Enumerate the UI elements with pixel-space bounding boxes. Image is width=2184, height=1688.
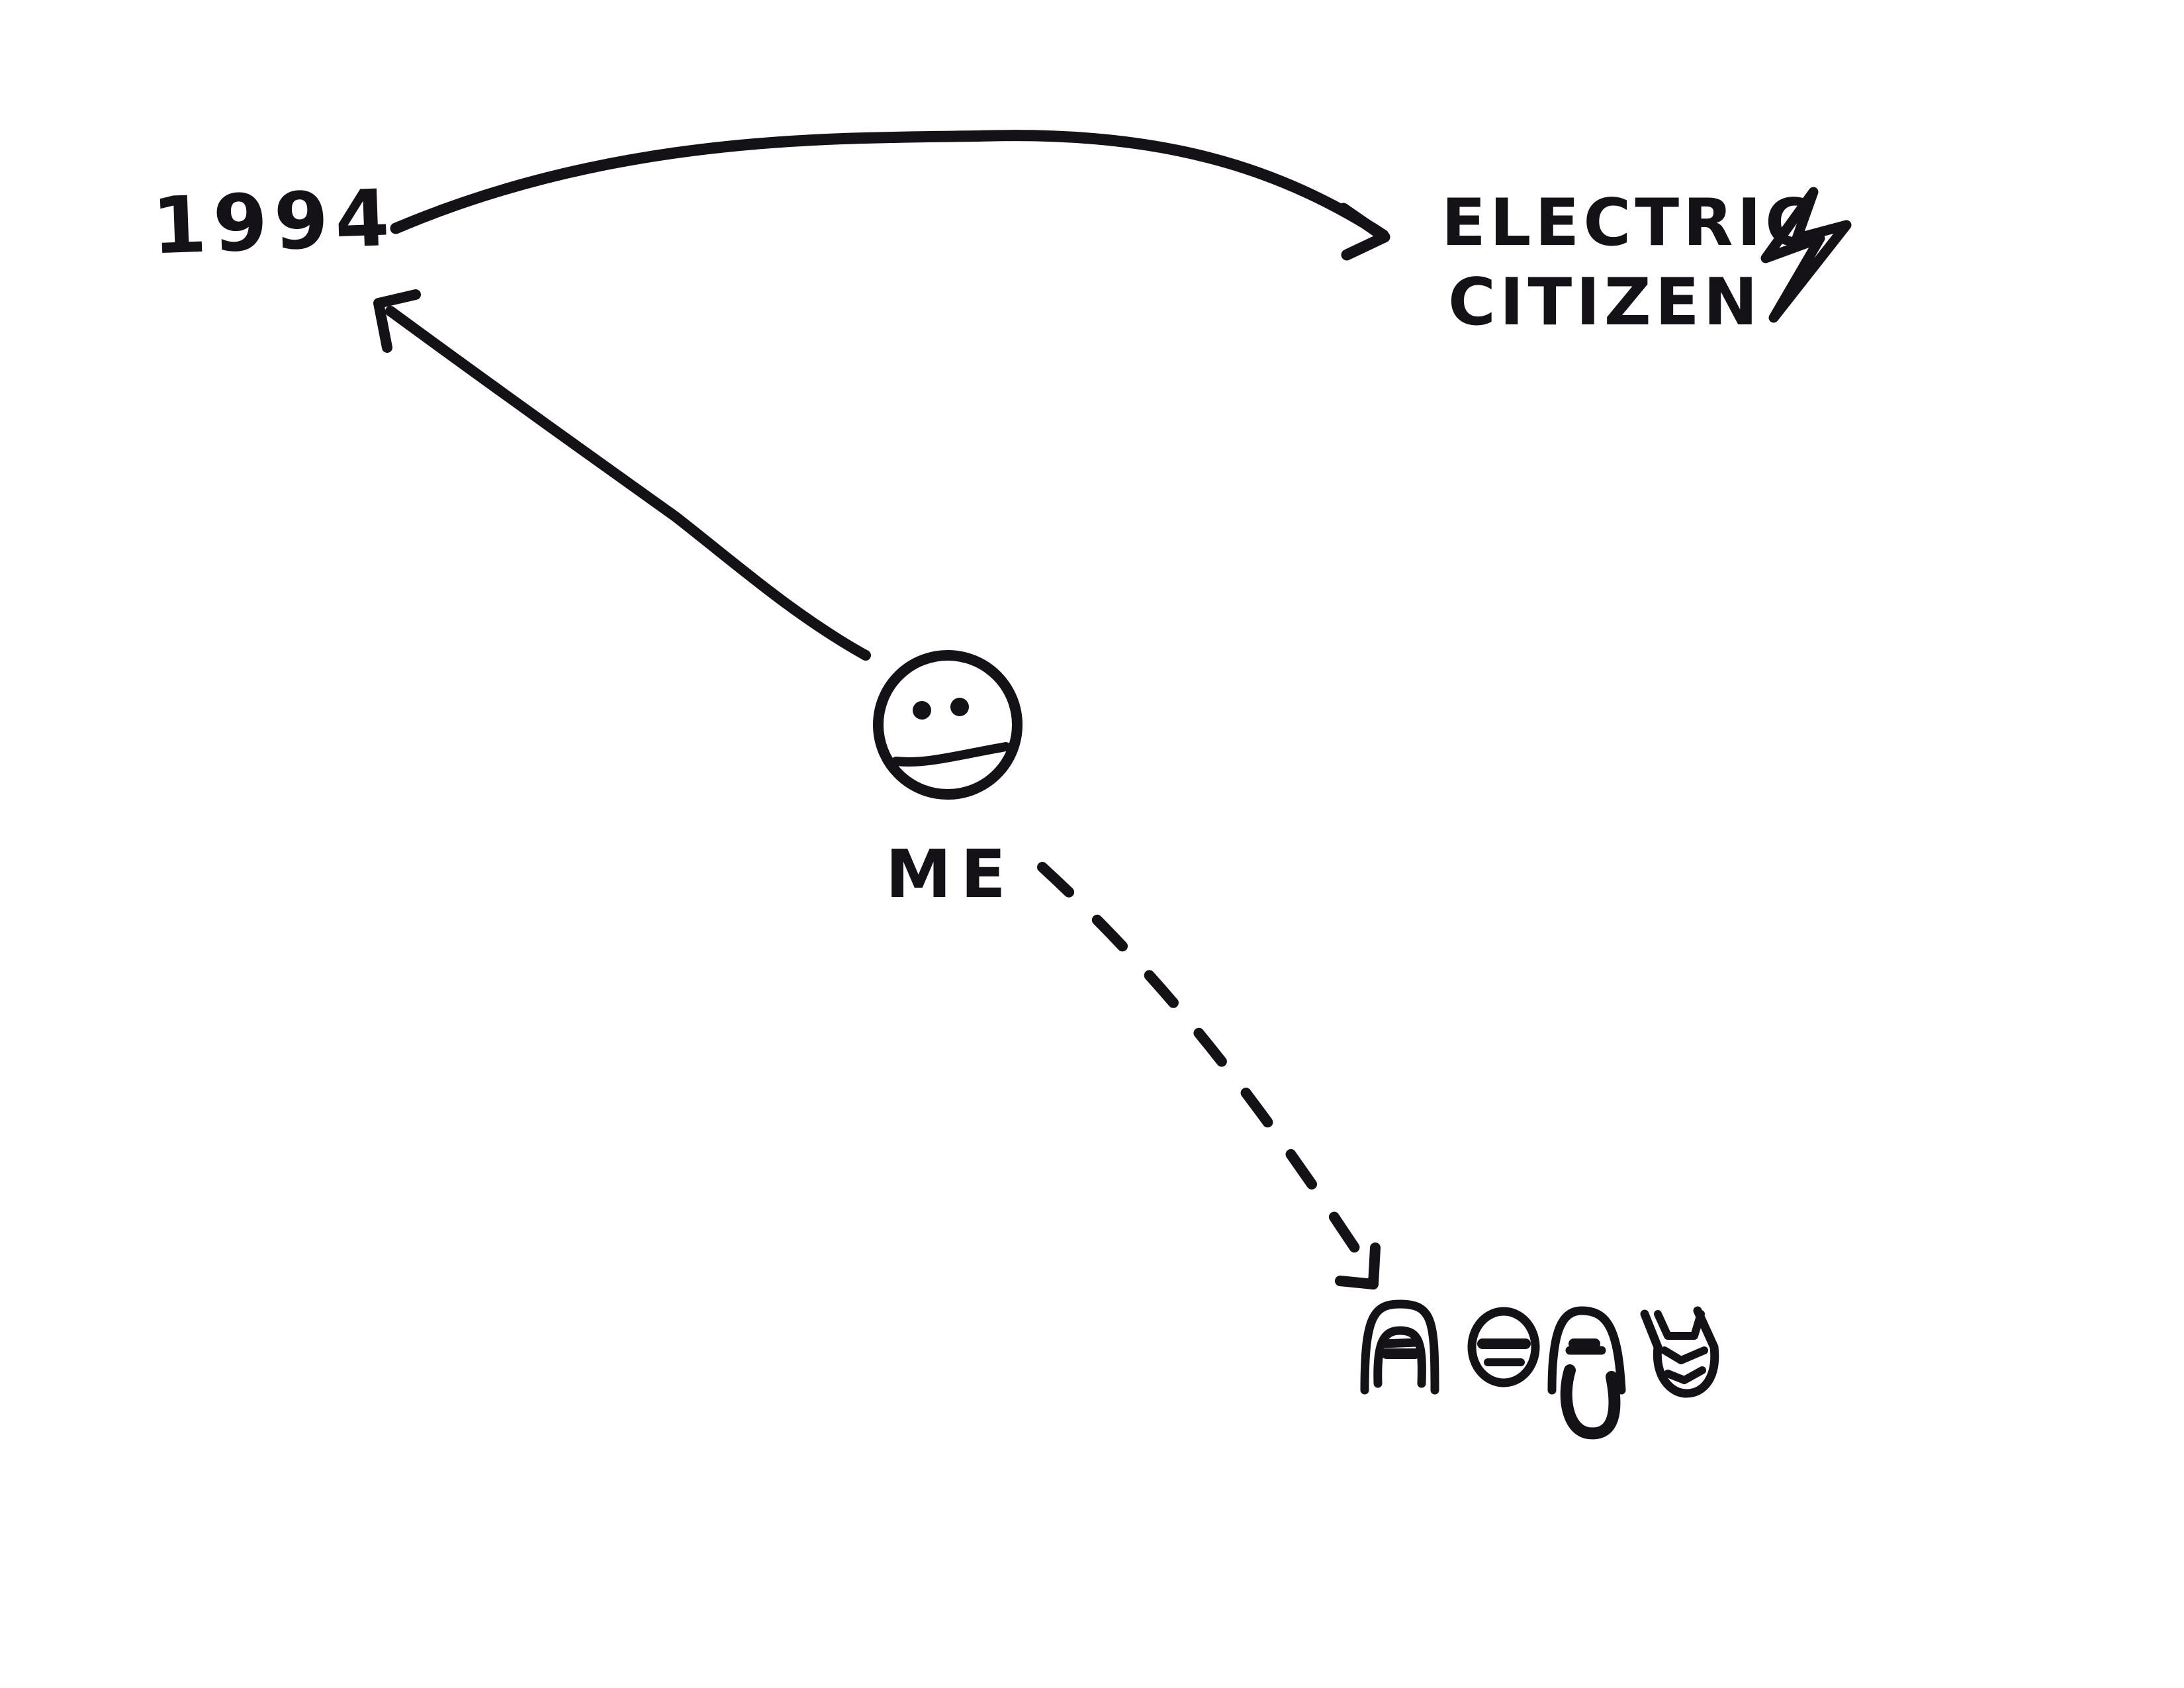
band-name-line1: ELECTRIC — [1441, 185, 1817, 261]
band-members-faces-icon — [1360, 1299, 1719, 1440]
lightning-bolt-icon — [1760, 187, 1852, 323]
year-label: 1994 — [151, 172, 398, 272]
arrow-year-to-band — [390, 130, 1390, 261]
band-member-face — [1640, 1306, 1719, 1398]
arrow-me-to-year — [373, 289, 871, 661]
smiley-face-icon — [873, 650, 1023, 800]
me-label: ME — [886, 835, 1015, 913]
dashed-arrow-me-to-band — [1037, 862, 1381, 1289]
band-member-face — [1547, 1306, 1626, 1440]
band-name-line2: CITIZEN — [1448, 265, 1762, 340]
band-member-face — [1467, 1307, 1540, 1387]
band-member-face — [1360, 1299, 1439, 1395]
